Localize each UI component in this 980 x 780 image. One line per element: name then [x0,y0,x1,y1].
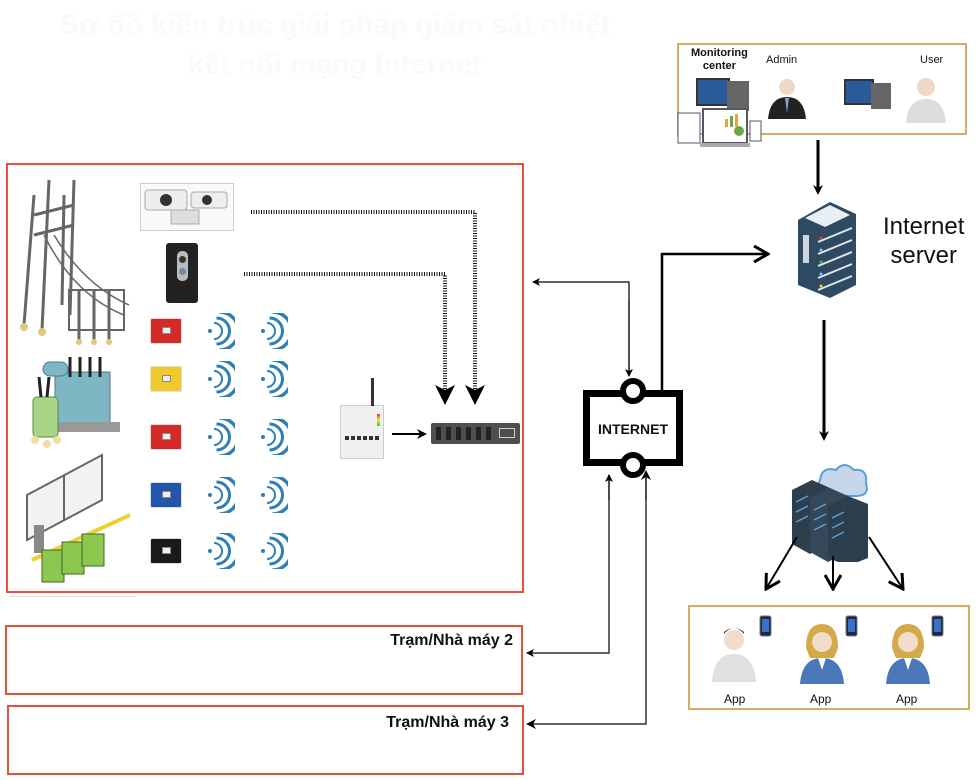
sensor-label-tag [162,375,171,382]
admin-avatar-icon [768,79,806,119]
switchgear-fence-icon [26,453,131,583]
internet-to-server-link [660,254,768,390]
wireless-gateway [340,378,384,459]
user-label: User [920,54,944,66]
wifi-signal-icon [261,533,288,569]
ptz-camera-to-switch-link [251,210,485,405]
station-3-label: Trạm/Nhà máy 3 [386,714,509,731]
monitoring-center-panel: Monitoring center Admin User [677,43,967,135]
wifi-signal-icon [208,477,235,513]
monitoring-icons [677,78,946,147]
user-avatar-icon [906,78,946,123]
cloud-to-app-1-link [766,536,798,589]
title-line-1: Sơ đồ kiến trúc giải pháp giám sát nhiệt [59,9,611,41]
transformer-icon [31,357,120,448]
wifi-signal-icon [261,419,288,455]
internet-port-top [620,378,646,404]
app-users-panel [688,605,970,710]
server-label-line-2: server [890,242,958,269]
app-user-woman-avatar-icon [886,615,944,684]
sensor-red-1 [150,318,182,344]
monitoring-center-label: Monitoring center [691,47,748,73]
sensor-yellow [150,366,182,392]
substation-tower-icon [20,179,130,345]
network-switch [431,423,520,444]
fixed-thermal-camera [166,243,198,303]
sensor-red-2 [150,424,182,450]
app-label: App [896,692,918,706]
sensor-black [150,538,182,564]
internet-to-station-1-link [532,278,630,376]
internet-server-icon [798,202,856,298]
station-2-label: Trạm/Nhà máy 2 [390,632,513,649]
app-user-man-avatar-icon [712,615,772,682]
internet-to-station-3-link [526,475,647,729]
server-label-line-1: Internet [883,213,965,240]
title-line-2: kết nối mạng Internet [188,49,482,81]
wifi-signal-icon [208,419,235,455]
internet-server-label: Internet server [883,212,964,270]
fixed-camera-to-switch-link [244,272,455,405]
station-1-box [6,163,524,593]
sensor-label-tag [162,547,171,554]
sensor-label-tag [162,327,171,334]
wifi-signal-icon [261,477,288,513]
wifi-signal-icon [261,313,288,349]
monitoring-label-line-1: Monitoring [691,47,748,59]
desktop-computer-icon [696,78,749,111]
wifi-signal-icon [208,313,235,349]
sensor-label-tag [162,433,171,440]
sensor-label-tag [162,491,171,498]
user-desktop-icon [844,79,891,109]
wifi-signal-icon [208,533,235,569]
app-label: App [724,692,746,706]
dashboard-devices-icon [677,108,762,147]
divider [10,596,136,597]
admin-label: Admin [766,54,798,66]
app-user-woman-avatar-icon [800,615,858,684]
ptz-thermal-camera [140,183,234,231]
monitoring-label-line-2: center [702,60,736,72]
cloud-to-app-3-link [868,536,903,589]
station-2-box: Trạm/Nhà máy 2 [5,625,523,695]
wifi-signal-icon [208,361,235,397]
app-label: App [810,692,832,706]
internet-label: INTERNET [598,421,668,437]
cloud-server-cluster-icon [792,464,868,562]
diagram-title: Sơ đồ kiến trúc giải pháp giám sát nhiệt… [10,5,660,85]
internet-to-station-2-link [526,475,610,657]
station-3-box: Trạm/Nhà máy 3 [7,705,524,775]
wifi-signal-icon [261,361,288,397]
sensor-blue [150,482,182,508]
